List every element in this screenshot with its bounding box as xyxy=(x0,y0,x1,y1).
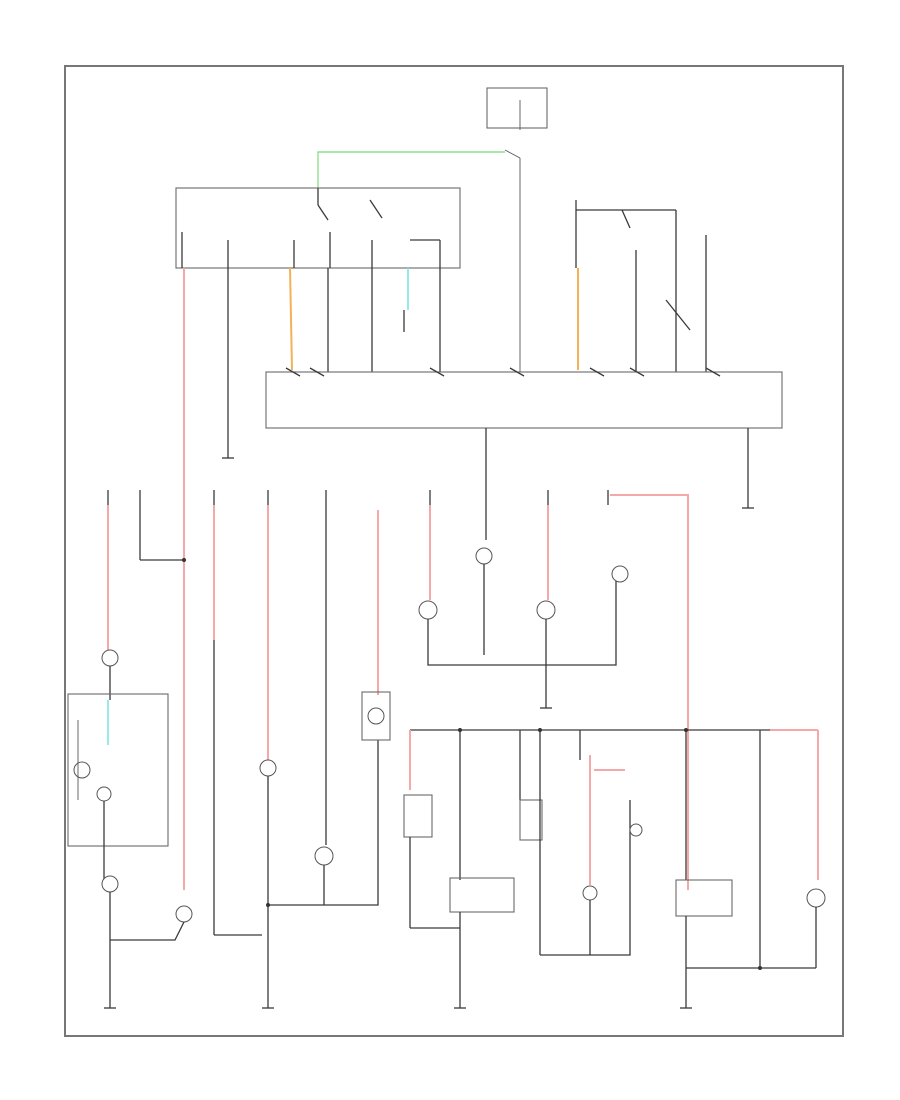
right-lamp-group xyxy=(675,729,826,1000)
switch-outputs xyxy=(227,268,441,450)
module-pins xyxy=(285,367,721,377)
lower-center-group xyxy=(403,730,643,1000)
orange-wire-2 xyxy=(289,267,293,371)
right-switch xyxy=(575,200,707,372)
left-lamp-group xyxy=(67,505,193,1000)
green-wire xyxy=(317,151,505,188)
power-source xyxy=(486,87,548,372)
column-2 xyxy=(213,505,391,1000)
splice-dots xyxy=(182,558,762,970)
headlamp-switch xyxy=(175,187,461,269)
top-connectors xyxy=(107,490,609,561)
ground-symbols xyxy=(104,450,754,1009)
diagram-frame xyxy=(64,65,844,1037)
junction-module xyxy=(265,371,783,429)
center-lamp-group xyxy=(410,494,770,890)
